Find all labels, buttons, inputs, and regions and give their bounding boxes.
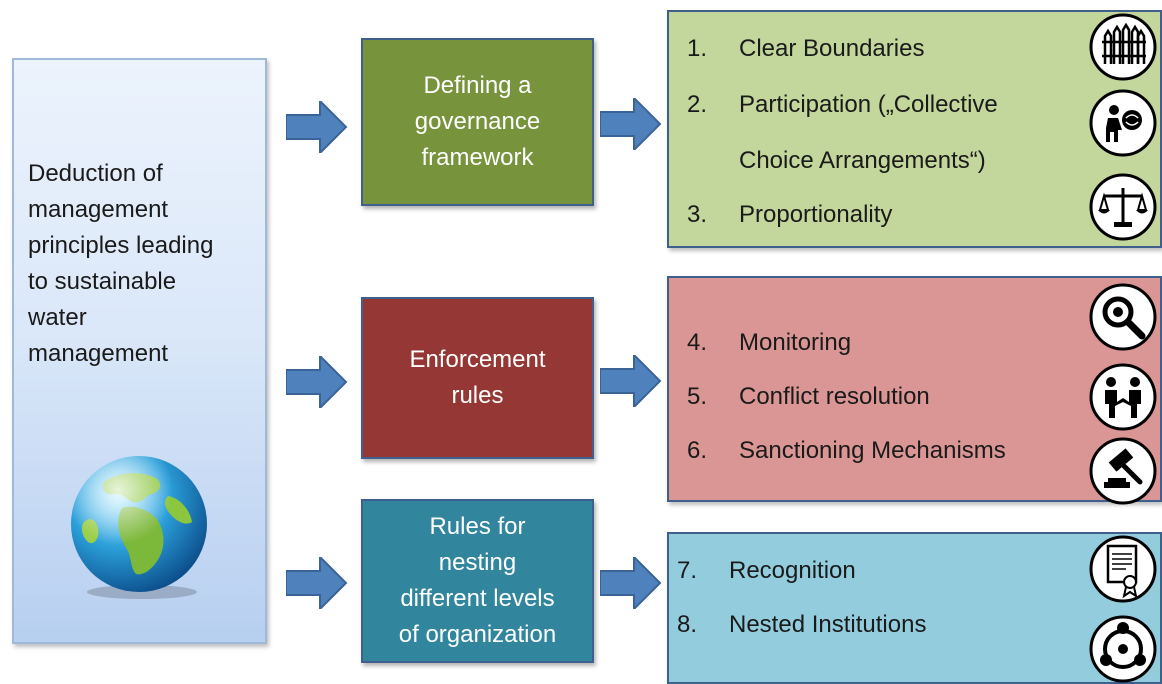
handshake-icon (1089, 363, 1157, 431)
source-box: Deduction of management principles leadi… (12, 58, 267, 644)
source-line: management (28, 340, 169, 367)
principle-1: 1.Clear Boundaries (687, 35, 925, 62)
globe-icon (71, 456, 207, 599)
nesting-line: of organization (398, 621, 557, 648)
source-line: water (28, 304, 87, 331)
principle-2: 2.Participation („Collective (687, 91, 998, 118)
nesting-line: nesting (438, 549, 517, 576)
enforcement-line: Enforcement (409, 346, 546, 373)
principle-3: 3.Proportionality (687, 201, 893, 228)
arrow-to-governance (286, 101, 348, 153)
arrow-to-principles-3 (600, 557, 662, 609)
arrow-to-nesting (286, 557, 348, 609)
nested-network-icon (1089, 615, 1157, 683)
nesting-line: Rules for (429, 513, 526, 540)
principle-5: 5.Conflict resolution (687, 383, 930, 410)
enforcement-line: rules (451, 382, 504, 409)
governance-line: governance (414, 108, 541, 135)
magnifier-icon (1089, 283, 1157, 351)
source-line: to sustainable (28, 268, 177, 295)
nesting-line: different levels (400, 585, 555, 612)
certificate-icon (1089, 535, 1157, 603)
source-line: Deduction of (28, 160, 163, 187)
principle-6: 6.Sanctioning Mechanisms (687, 437, 1006, 464)
enforcement-box: Enforcement rules (361, 297, 594, 459)
source-text: Deduction of management principles leadi… (28, 156, 258, 372)
enforcement-principles-box: 4.Monitoring 5.Conflict resolution 6.San… (667, 276, 1162, 505)
governance-line: Defining a (423, 72, 532, 99)
scales-icon (1089, 173, 1157, 241)
principle-7: 7.Recognition (677, 557, 856, 584)
arrow-to-principles-1 (600, 98, 662, 150)
gavel-icon (1089, 437, 1157, 505)
arrow-to-principles-2 (600, 355, 662, 407)
governance-box: Defining a governance framework (361, 38, 594, 206)
fence-icon (1089, 13, 1157, 81)
source-line: management (28, 196, 169, 223)
nesting-principles-box: 7.Recognition 8.Nested Institutions (667, 532, 1162, 684)
principle-4: 4.Monitoring (687, 329, 852, 356)
governance-line: framework (421, 144, 534, 171)
governance-principles-box: 1.Clear Boundaries 2.Participation („Col… (667, 10, 1162, 248)
arrow-to-enforcement (286, 356, 348, 408)
principle-2-continued: Choice Arrangements“) (739, 147, 986, 174)
source-line: principles leading (28, 232, 214, 259)
principle-8: 8.Nested Institutions (677, 611, 927, 638)
nesting-box: Rules for nesting different levels of or… (361, 499, 594, 663)
participation-icon (1089, 89, 1157, 157)
